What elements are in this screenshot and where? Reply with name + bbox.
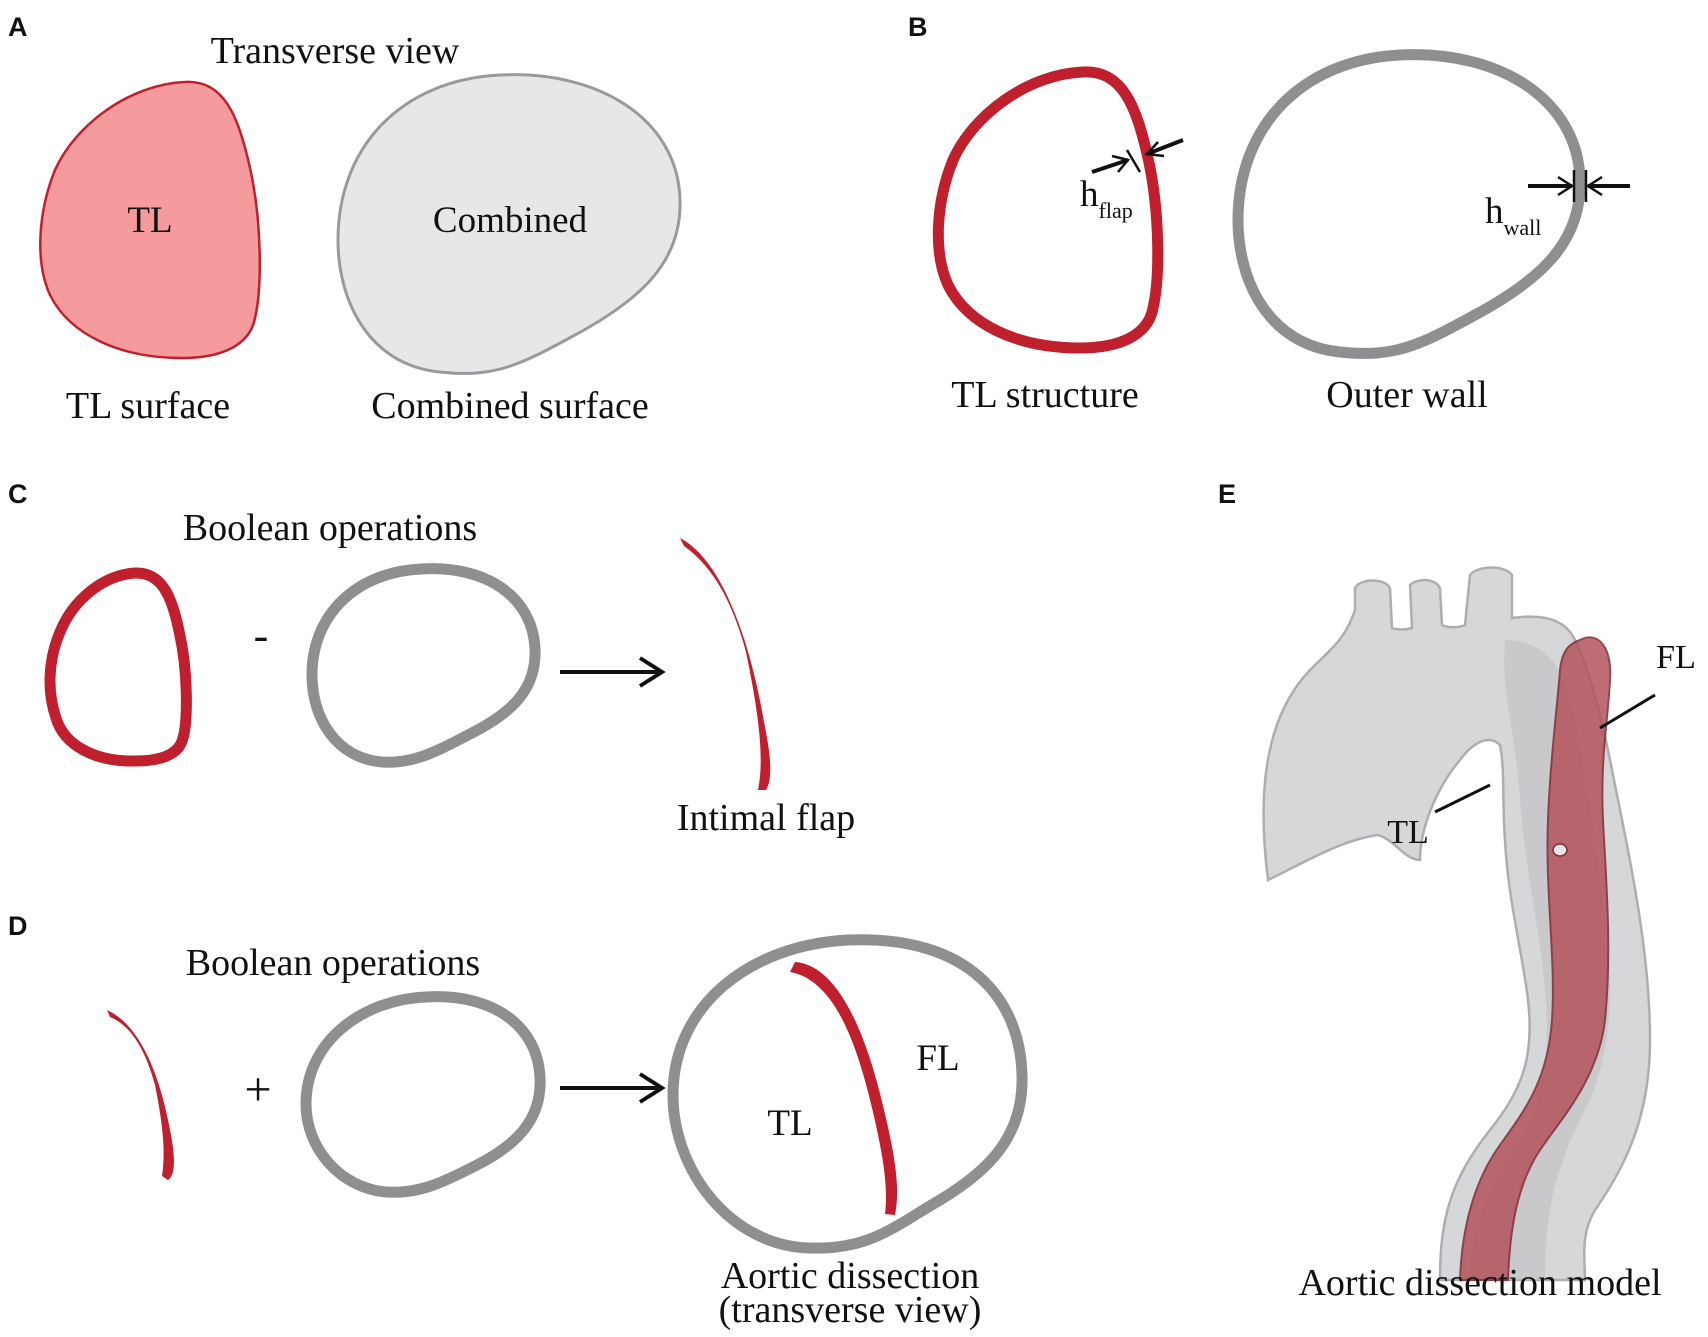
h-flap-label: hflap xyxy=(1080,174,1133,223)
tl-structure-ring-small xyxy=(44,567,192,767)
panel-c-letter: C xyxy=(8,479,28,509)
arrow-c-head xyxy=(638,656,666,688)
flap-arrow-right xyxy=(1146,138,1184,156)
combined-shape-label: Combined xyxy=(433,200,588,241)
tl-leader-line xyxy=(1434,783,1491,814)
panel-a: A Transverse view TL Combined TL surface… xyxy=(8,12,682,427)
combined-surface-shape xyxy=(336,73,682,375)
panel-d-title: Boolean operations xyxy=(186,942,480,984)
combined-surface-caption: Combined surface xyxy=(371,385,649,427)
tl-shape-label: TL xyxy=(127,200,172,241)
panel-e-letter: E xyxy=(1218,479,1236,509)
intimal-flap-shape xyxy=(680,538,771,790)
plus-operator: + xyxy=(244,1063,271,1116)
panel-b-letter: B xyxy=(908,12,928,42)
flap-thickness-bar xyxy=(1125,149,1142,173)
intimal-flap-caption: Intimal flap xyxy=(677,797,855,839)
arrow-d-head xyxy=(638,1072,666,1104)
h-wall-label: hwall xyxy=(1485,191,1541,240)
outer-wall-ring-d xyxy=(300,991,546,1198)
panel-b: B hflap hwall TL structure Outer wall xyxy=(908,12,1630,416)
outer-wall-ring xyxy=(1232,49,1586,359)
flap-arrowhead-left xyxy=(1111,154,1131,173)
model-fl-label: FL xyxy=(1656,639,1696,676)
entry-tear xyxy=(1552,843,1568,857)
dissection-fl-label: FL xyxy=(916,1038,959,1079)
model-caption: Aortic dissection model xyxy=(1298,1262,1661,1304)
panel-a-letter: A xyxy=(8,12,28,42)
dissection-caption-line1: Aortic dissection xyxy=(721,1255,980,1297)
tl-surface-caption: TL surface xyxy=(66,385,230,427)
flap-arrowhead-right xyxy=(1144,141,1165,158)
panel-a-title: Transverse view xyxy=(211,30,460,72)
outer-wall-caption: Outer wall xyxy=(1326,374,1487,416)
tl-structure-ring xyxy=(932,66,1164,354)
panel-d: D Boolean operations + TL FL Aortic diss… xyxy=(8,911,1028,1331)
panel-d-letter: D xyxy=(8,911,28,941)
dissection-tl-label: TL xyxy=(767,1103,812,1144)
flap-arrow-left xyxy=(1091,158,1129,174)
dissection-flap xyxy=(790,962,898,1215)
wall-arrowhead-left xyxy=(1557,175,1575,197)
dissection-outer-wall xyxy=(667,934,1028,1254)
outer-wall-ring-small xyxy=(306,563,541,768)
fl-leader-line xyxy=(1599,693,1656,730)
wall-arrowhead-right xyxy=(1585,175,1603,197)
true-lumen-3d xyxy=(1458,636,1612,1281)
panel-c-title: Boolean operations xyxy=(183,507,477,549)
panel-e: E FL TL Aortic dissection model xyxy=(1218,479,1696,1304)
tl-surface-shape xyxy=(39,80,261,360)
panel-c: C Boolean operations - Intimal flap xyxy=(8,479,855,839)
model-tl-label: TL xyxy=(1387,814,1429,851)
minus-operator: - xyxy=(254,611,269,660)
tl-structure-caption: TL structure xyxy=(951,374,1138,416)
dissection-caption-line2: (transverse view) xyxy=(719,1289,982,1331)
intimal-flap-shape-d xyxy=(107,1010,174,1180)
